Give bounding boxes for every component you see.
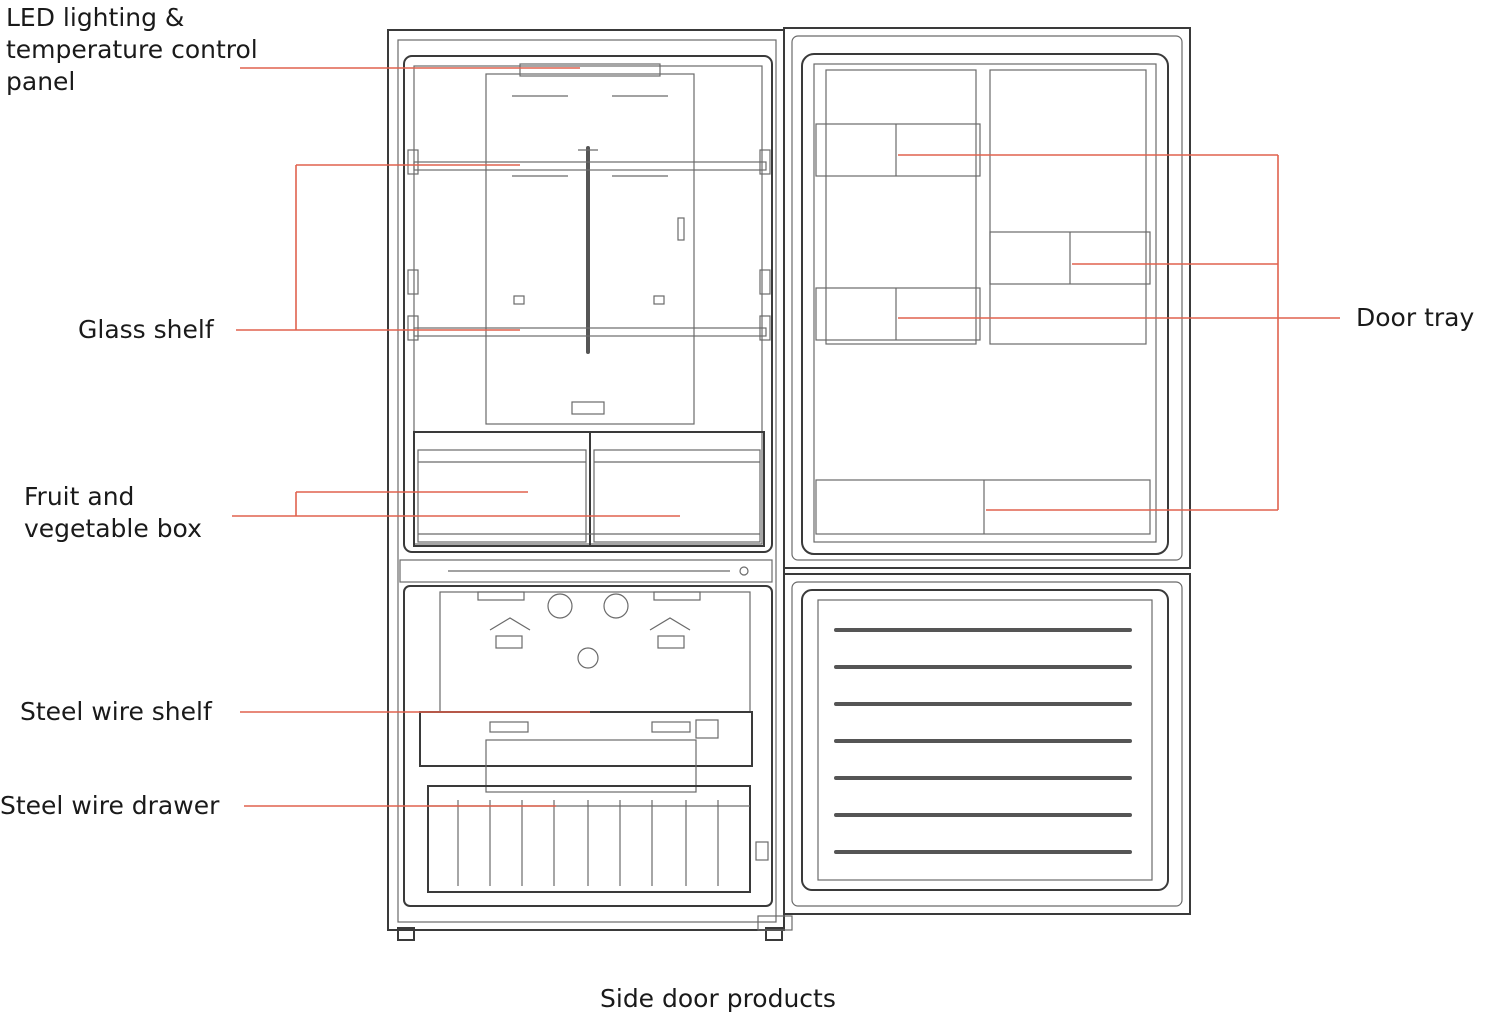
fridge-door	[783, 27, 1191, 569]
label-fruit-box: Fruit and vegetable box	[24, 482, 202, 543]
figure-caption: Side door products	[600, 984, 836, 1013]
label-led-panel: LED lighting & temperature control panel	[6, 3, 258, 96]
freezer-door	[783, 573, 1191, 915]
leader-lines	[232, 67, 1340, 807]
label-glass-shelf: Glass shelf	[78, 315, 214, 344]
label-wire-shelf: Steel wire shelf	[20, 697, 212, 726]
label-door-tray: Door tray	[1356, 303, 1475, 332]
label-wire-drawer: Steel wire drawer	[0, 791, 220, 820]
fridge-cabinet	[387, 29, 793, 941]
